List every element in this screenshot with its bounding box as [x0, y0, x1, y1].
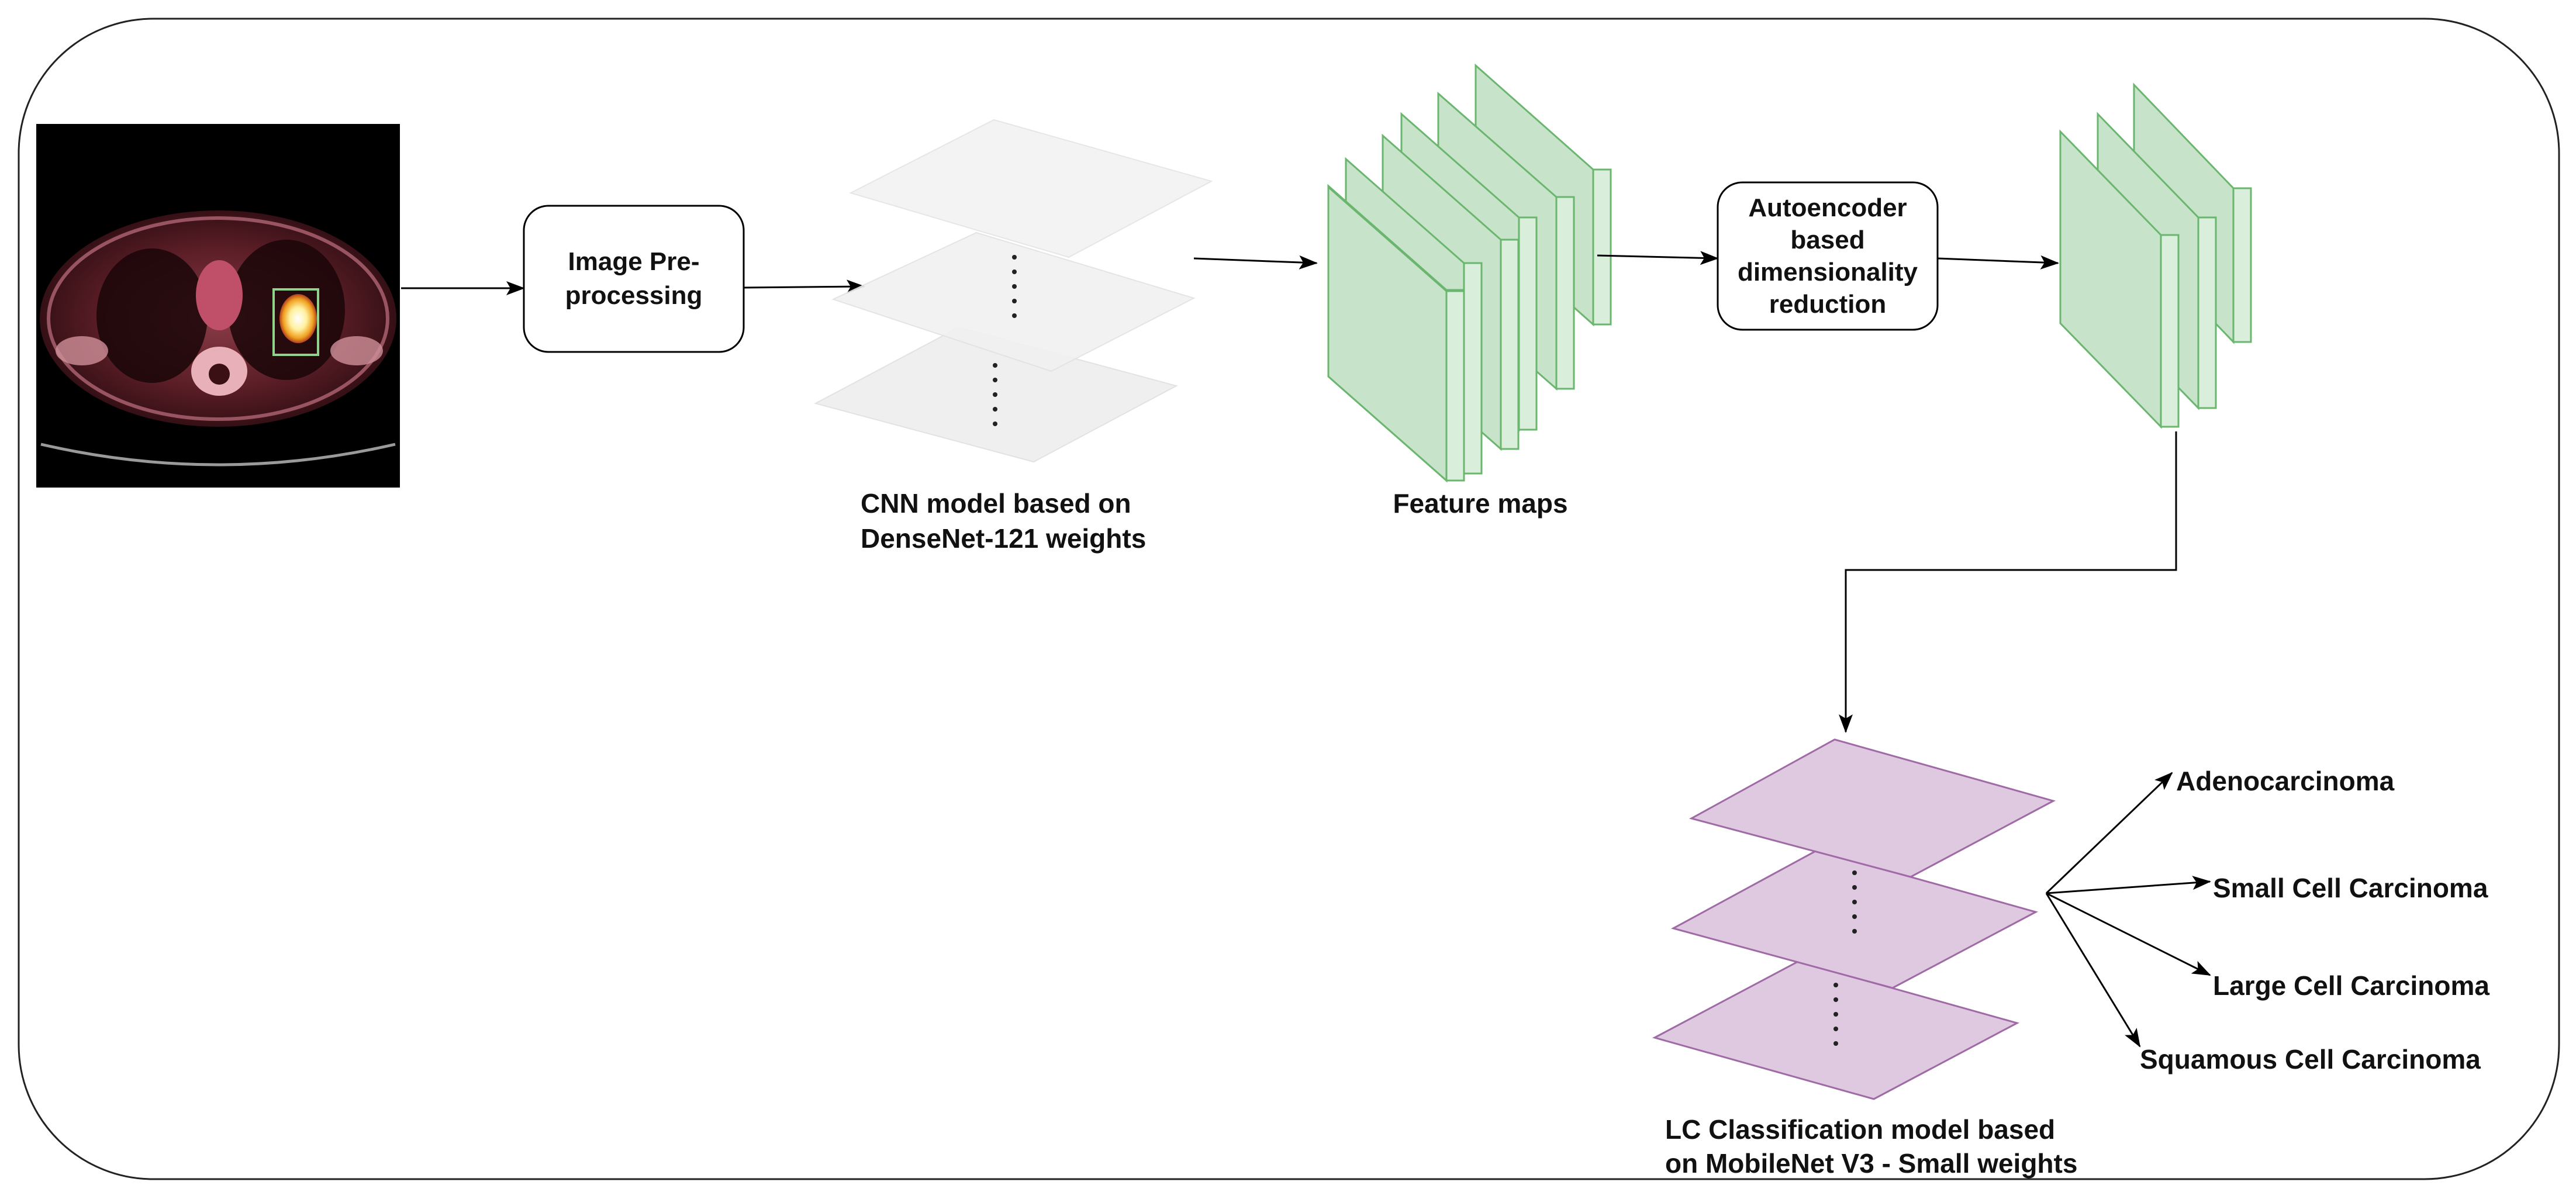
output-label-squamous-cell-carcinoma: Squamous Cell Carcinoma: [2140, 1044, 2481, 1074]
autoencoder-label-line1: Autoencoder: [1748, 194, 1907, 222]
autoencoder-box: Autoencoder based dimensionality reducti…: [1717, 181, 1939, 331]
feature-map-layer: [1327, 185, 1465, 483]
output-label-small-cell-carcinoma: Small Cell Carcinoma: [2213, 873, 2488, 903]
reduced-feature-maps-stack: [2059, 82, 2252, 429]
arrow-to-large-cell: [2046, 892, 2211, 976]
preprocess-label-line1: Image Pre-: [568, 247, 700, 276]
arrow-to-adenocarcinoma: [2045, 772, 2173, 894]
classifier-dots-lower: [1833, 983, 1838, 1046]
pet-ct-scan-image: [36, 124, 400, 488]
output-label-adenocarcinoma: Adenocarcinoma: [2176, 766, 2395, 796]
classifier-caption-line2: on MobileNet V3 - Small weights: [1665, 1148, 2077, 1179]
classifier-model-planes: [1652, 738, 2056, 1100]
arrow-cnn-to-features: [1193, 255, 1318, 269]
preprocess-label-line2: processing: [565, 281, 703, 310]
cnn-caption-line2: DenseNet-121 weights: [861, 523, 1146, 554]
feature-maps-caption: Feature maps: [1393, 488, 1567, 519]
cnn-dots-lower: [993, 363, 997, 426]
output-label-large-cell-carcinoma: Large Cell Carcinoma: [2213, 970, 2489, 1001]
arrow-preprocess-to-cnn: [743, 279, 865, 294]
output-arrows: [2045, 772, 2211, 1048]
autoencoder-label-line4: reduction: [1769, 290, 1886, 319]
cnn-plane-top: [849, 119, 1213, 258]
preprocess-box: Image Pre- processing: [523, 205, 745, 353]
cnn-caption-line1: CNN model based on: [861, 488, 1131, 519]
cnn-dots-upper: [1012, 255, 1017, 318]
classifier-plane-middle: [1670, 849, 2039, 989]
cnn-model-planes: [814, 119, 1213, 463]
classifier-plane-top: [1689, 738, 2056, 878]
autoencoder-label-line3: dimensionality: [1738, 258, 1918, 286]
arrow-reduced-to-classifier: [1839, 431, 2177, 733]
feature-maps-stack: [1327, 63, 1612, 483]
arrow-to-squamous-cell: [2045, 893, 2141, 1048]
arrow-features-to-autoencoder: [1597, 251, 1719, 265]
classifier-dots-upper: [1852, 870, 1857, 934]
reduced-feature-map-layer: [2059, 129, 2180, 429]
classifier-caption-line1: LC Classification model based: [1665, 1114, 2055, 1145]
arrow-to-small-cell: [2046, 876, 2211, 894]
outer-frame: [18, 18, 2560, 1180]
arrow-autoencoder-to-reduced: [1937, 255, 2059, 269]
autoencoder-label-line2: based: [1790, 226, 1864, 254]
